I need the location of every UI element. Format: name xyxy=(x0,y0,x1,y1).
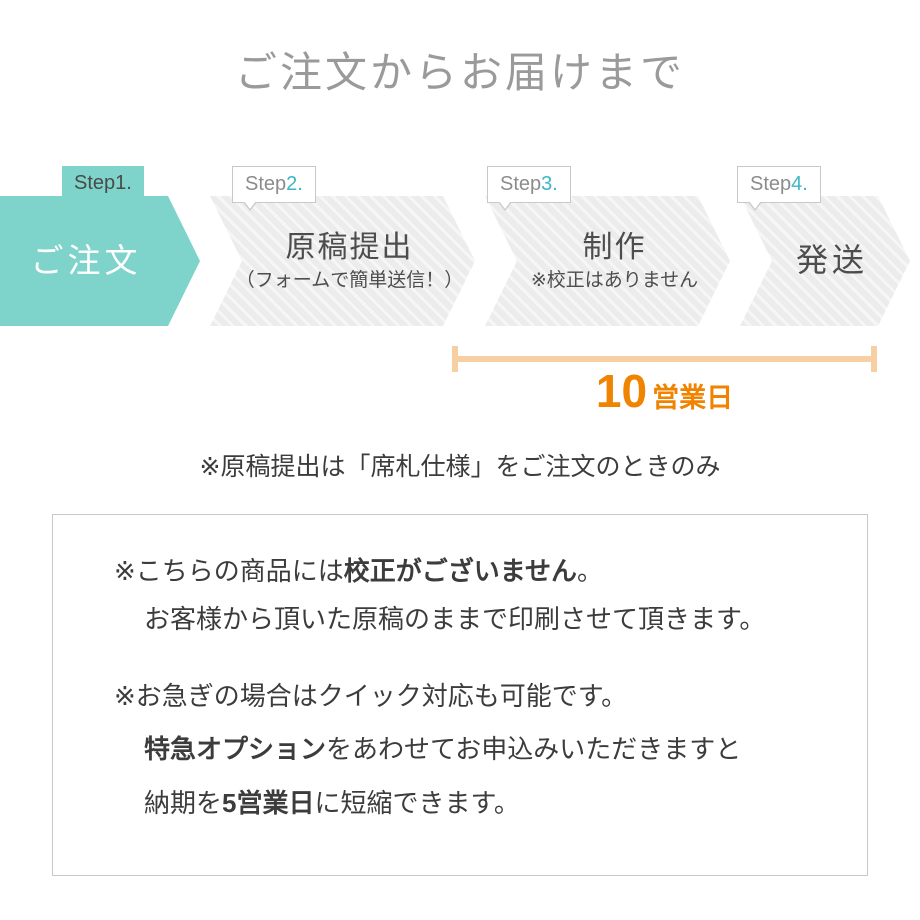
info-line-5-pre: 納期を xyxy=(144,787,223,818)
step-4-arrow: 発送 xyxy=(740,196,910,326)
duration-bracket xyxy=(452,346,877,372)
duration-number: 10 xyxy=(595,365,648,417)
info-line-express-option: 特急オプションをあわせてお申込みいただきますと xyxy=(114,734,847,765)
info-line-1-pre: ※こちらの商品には xyxy=(114,556,344,586)
info-line-4-rest: をあわせてお申込みいただきますと xyxy=(326,733,742,764)
duration-bracket-bar xyxy=(452,356,877,362)
duration-bracket-right-cap xyxy=(871,346,877,372)
step-2-badge-number: 2. xyxy=(286,173,303,195)
step-3-badge: Step3. xyxy=(487,166,571,211)
step-1-badge-prefix: Step xyxy=(74,172,116,194)
step-flow-band: ご注文 原稿提出 （フォームで簡単送信！） 制作 ※校正はありません 発送 xyxy=(0,196,920,326)
step-1-title: ご注文 xyxy=(30,241,142,279)
step-3-badge-prefix: Step xyxy=(500,173,542,195)
info-line-5-post: に短縮できます。 xyxy=(314,787,520,818)
step-4-badge-prefix: Step xyxy=(750,173,792,195)
manuscript-note: ※原稿提出は「席札仕様」をご注文のときのみ xyxy=(199,453,721,481)
step-3-arrow: 制作 ※校正はありません xyxy=(485,196,730,326)
step-2-badge: Step2. xyxy=(232,166,316,211)
step-2-title: 原稿提出 xyxy=(285,230,414,264)
step-3-subtitle: ※校正はありません xyxy=(530,269,699,291)
info-line-1-post: 。 xyxy=(577,556,604,586)
step-2-arrow: 原稿提出 （フォームで簡単送信！） xyxy=(210,196,475,326)
step-2-subtitle: （フォームで簡単送信！） xyxy=(235,269,464,291)
step-3-title: 制作 xyxy=(582,230,647,264)
info-line-quick-response: ※お急ぎの場合はクイック対応も可能です。 xyxy=(114,681,628,712)
info-box: ※こちらの商品には校正がございません。 お客様から頂いた原稿のままで印刷させて頂… xyxy=(52,514,868,876)
info-line-print-as-is: お客様から頂いた原稿のままで印刷させて頂きます。 xyxy=(144,604,766,635)
info-line-shortened-delivery: 納期を5営業日に短縮できます。 xyxy=(114,788,847,819)
step-1-badge: Step1. xyxy=(62,166,144,201)
page-title: ご注文からお届けまで xyxy=(234,49,685,96)
step-1-arrow: ご注文 xyxy=(0,196,200,326)
step-4-title: 発送 xyxy=(795,242,868,279)
step-3-badge-number: 3. xyxy=(541,173,558,195)
duration-unit: 営業日 xyxy=(652,383,734,413)
step-4-badge: Step4. xyxy=(737,166,821,211)
step-4-badge-number: 4. xyxy=(791,173,808,195)
step-1-badge-number: 1. xyxy=(115,172,132,194)
info-line-5-bold: 5営業日 xyxy=(222,787,315,818)
info-line-no-proofreading: ※こちらの商品には校正がございません。 xyxy=(114,556,847,587)
info-line-1-bold: 校正がございません xyxy=(343,556,578,586)
step-2-badge-prefix: Step xyxy=(245,173,287,195)
info-line-4-bold: 特急オプション xyxy=(144,733,327,764)
